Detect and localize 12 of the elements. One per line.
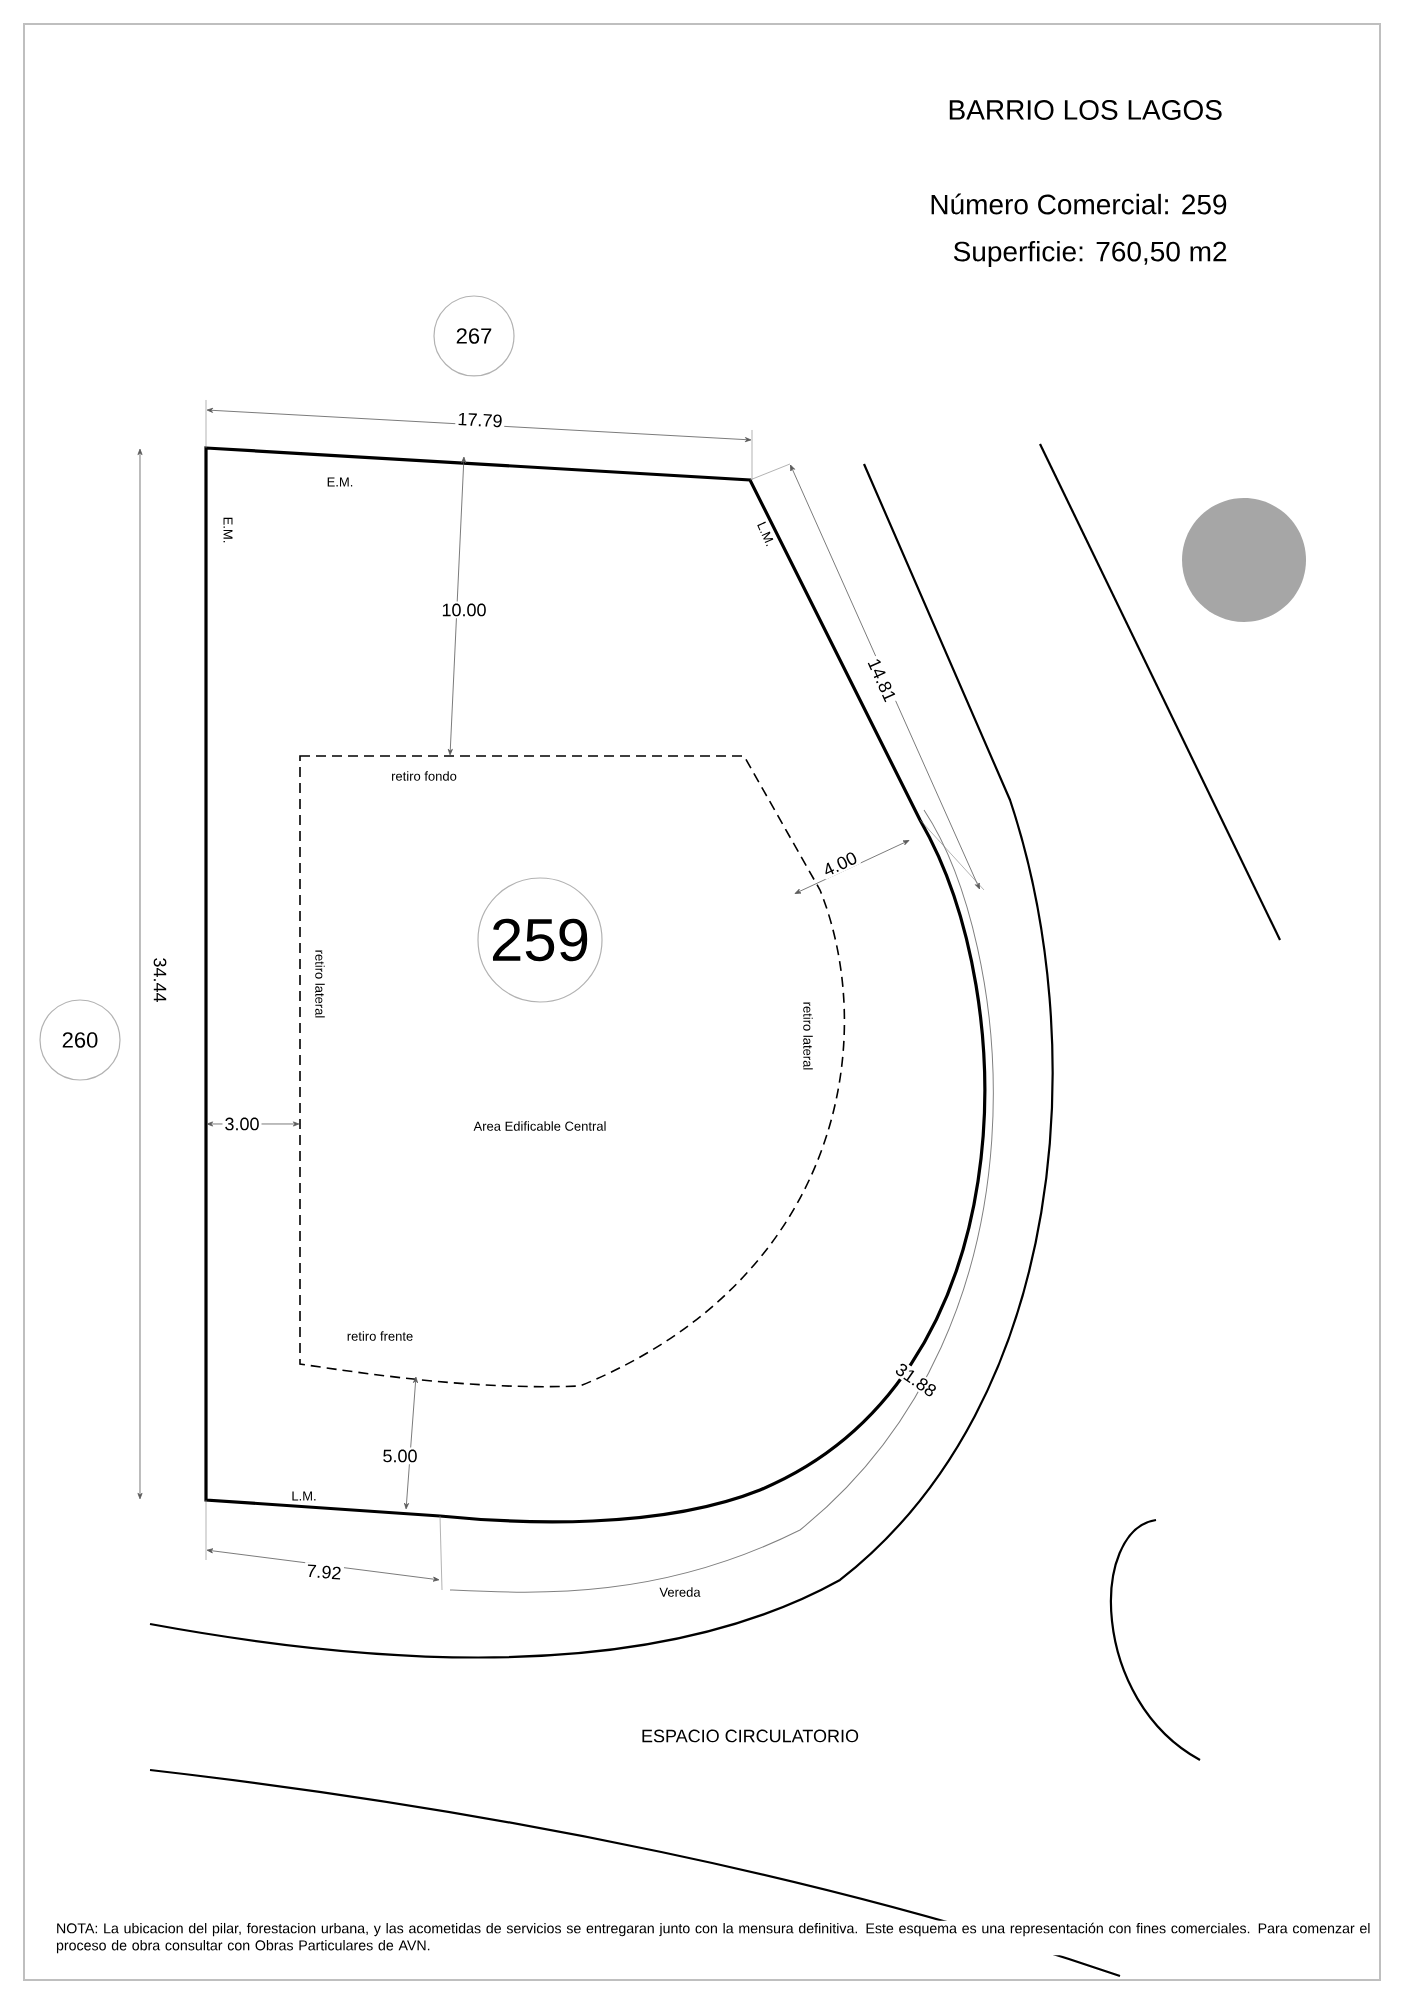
- dimension-label: 4.00: [818, 848, 862, 880]
- dimension-label: 5.00: [380, 1447, 420, 1465]
- dimension-label: 34.44: [151, 955, 169, 1005]
- lot-info: Superficie: 760,50 m2: [950, 238, 1230, 270]
- dimension-label: 14.81: [864, 654, 900, 706]
- street-label: ESPACIO CIRCULATORIO: [639, 1727, 862, 1745]
- dimension-label: 7.92: [303, 1561, 345, 1583]
- dimension-label: 10.00: [439, 601, 489, 619]
- title: BARRIO LOS LAGOS: [949, 100, 1222, 120]
- dimension-label: 17.79: [455, 410, 505, 430]
- dimension-label: 3.00: [222, 1115, 262, 1133]
- lot-info: Número Comercial: 259: [927, 191, 1230, 217]
